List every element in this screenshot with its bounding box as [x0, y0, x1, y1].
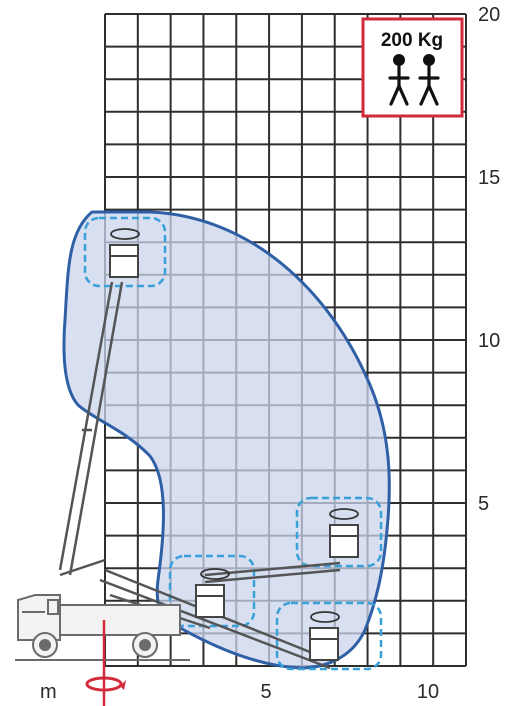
rotation-arrow-icon — [110, 228, 140, 240]
basket-icon — [329, 524, 359, 558]
booms — [58, 281, 341, 670]
y-tick-label: 20 — [478, 4, 500, 26]
basket-icon — [309, 627, 339, 661]
rotation-arrow-icon — [310, 611, 340, 623]
two-persons-icon — [388, 54, 440, 106]
telescopic-boom-outer — [58, 281, 114, 571]
y-tick-label: 5 — [478, 493, 489, 515]
load-capacity-text: 200 Kg — [381, 30, 443, 51]
rotation-arrow-icon — [200, 568, 230, 580]
jib-right — [204, 561, 341, 577]
working-envelope — [62, 210, 391, 670]
x-tick-label: 10 — [417, 681, 439, 703]
basket-icon — [109, 244, 139, 278]
axis-unit-label: m — [40, 681, 57, 703]
load-capacity-box — [361, 17, 464, 118]
lower-boom — [99, 578, 331, 670]
basket-zone-low-left — [168, 554, 256, 628]
truck-icon — [15, 594, 190, 661]
basket-zone-right — [295, 496, 383, 568]
y-tick-label: 15 — [478, 167, 500, 189]
basket-rotation-icons — [110, 228, 359, 623]
basket-zone-bottom — [275, 601, 383, 671]
basket-zone-top — [83, 216, 167, 288]
basket-zones — [83, 216, 383, 671]
y-tick-label: 10 — [478, 330, 500, 352]
baskets — [109, 244, 359, 661]
rotation-arrow-icon — [85, 676, 123, 692]
basket-icon — [195, 584, 225, 618]
x-tick-label: 5 — [260, 681, 271, 703]
telescopic-boom-inner — [68, 281, 124, 576]
rotation-arrow-icon — [329, 508, 359, 520]
articulated-arm — [59, 558, 106, 577]
